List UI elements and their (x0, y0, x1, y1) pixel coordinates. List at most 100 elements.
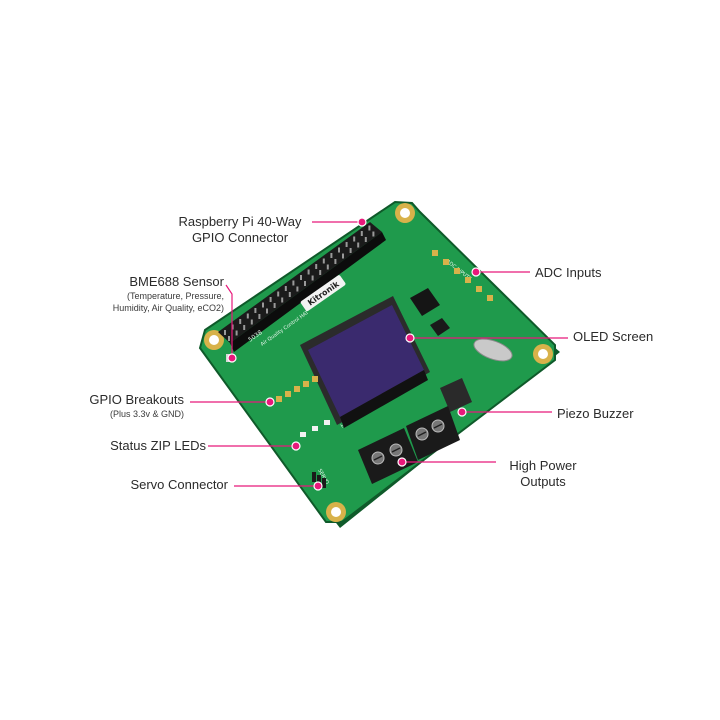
terminal-screw-slot (417, 431, 427, 437)
gpio-pin (254, 308, 257, 313)
adc-pad (476, 286, 482, 292)
leader-dot-bme-sensor (227, 353, 237, 363)
crystal-oscillator (473, 338, 513, 362)
gpio-pin (342, 253, 344, 259)
piezo-buzzer (440, 378, 472, 412)
gpio-header-body (218, 222, 382, 343)
terminal-blocks (358, 406, 460, 484)
terminal-screw-slot (373, 455, 383, 461)
gpio-pin (311, 275, 314, 281)
label-gpio-connector-line1: Raspberry Pi 40-Way (178, 214, 302, 229)
chip-main (410, 288, 440, 316)
gpio-pin (292, 280, 295, 286)
servo-pin (317, 475, 321, 485)
label-bme-sensor: BME688 Sensor (Temperature, Pressure, Hu… (54, 274, 224, 314)
zip-led-3 (324, 420, 330, 425)
gpio-pin (258, 314, 261, 319)
gpio-pin (330, 253, 333, 258)
leader-line-bme-sensor (225, 284, 233, 358)
mounting-hole-center-4 (331, 507, 341, 517)
oled-ribbon (340, 370, 428, 428)
gpio-header (218, 222, 386, 352)
servo-pin (322, 478, 326, 488)
gpio-pin (228, 336, 230, 341)
gpio-pin (246, 313, 249, 319)
servo-pin (312, 472, 316, 482)
gpio-pin (266, 308, 268, 314)
chip-small (430, 318, 450, 336)
oled-display (300, 296, 430, 428)
gpio-pin (250, 319, 253, 325)
terminal-block-2 (406, 406, 460, 460)
oled-panel (308, 305, 424, 417)
gpio-pin (304, 281, 306, 286)
gpio-pin (353, 236, 356, 242)
label-bme-sensor-sub2: Humidity, Air Quality, eCO2) (112, 303, 224, 313)
leader-dot-servo-connector (313, 481, 323, 491)
label-servo-connector: Servo Connector (130, 477, 228, 492)
leader-dot-status-leds (291, 441, 301, 451)
gpio-breakout-pad (303, 381, 309, 387)
mounting-hole-center-2 (400, 208, 410, 218)
gpio-breakout-pad (285, 391, 291, 397)
label-high-power: High Power Outputs (498, 458, 588, 490)
gpio-pin (273, 303, 276, 308)
gpio-pin (364, 237, 367, 242)
gpio-header-side (230, 232, 386, 352)
gpio-breakout-pad (276, 396, 282, 402)
gpio-pin (326, 264, 329, 270)
terminal-screw-slot (391, 447, 401, 453)
gpio-pin (368, 225, 371, 231)
label-adc-inputs: ADC Inputs (535, 265, 602, 280)
label-high-power-line2: Outputs (520, 474, 566, 489)
label-bme-sensor-title: BME688 Sensor (129, 274, 224, 289)
adc-pad (465, 277, 471, 283)
label-gpio-breakouts: GPIO Breakouts (Plus 3.3v & GND) (54, 392, 184, 420)
label-piezo-buzzer: Piezo Buzzer (557, 406, 634, 421)
leader-dot-piezo-buzzer (457, 407, 467, 417)
gpio-pin (322, 258, 325, 264)
gpio-pin (239, 319, 242, 324)
gpio-pin (235, 330, 238, 336)
gpio-pin (315, 264, 318, 269)
gpio-pin (284, 286, 287, 291)
gpio-pin (281, 297, 284, 303)
gpio-pin (334, 259, 337, 264)
leader-dot-gpio-breakouts (265, 397, 275, 407)
gpio-pin (277, 291, 280, 297)
gpio-pin (300, 275, 302, 280)
label-gpio-breakouts-title: GPIO Breakouts (89, 392, 184, 407)
zip-led-1 (300, 432, 306, 437)
gpio-pin (288, 292, 291, 297)
mounting-hole-center-1 (209, 335, 219, 345)
adc-pad (487, 295, 493, 301)
zip-led-2 (312, 426, 318, 431)
gpio-pin (357, 242, 360, 248)
gpio-pin (349, 248, 352, 253)
leader-dot-oled-screen (405, 333, 415, 343)
gpio-pin (338, 247, 340, 253)
gpio-pin (345, 242, 348, 247)
label-gpio-connector-line2: GPIO Connector (191, 230, 289, 245)
leader-dot-gpio-connector (357, 217, 367, 227)
label-status-leds: Status ZIP LEDs (110, 438, 206, 453)
adc-pad (443, 259, 449, 265)
gpio-breakout-pad (294, 386, 300, 392)
mounting-hole-center-3 (538, 349, 548, 359)
gpio-pin (224, 330, 226, 335)
terminal-block-1 (358, 428, 418, 484)
gpio-pin (269, 297, 272, 302)
leader-dot-adc-inputs (471, 267, 481, 277)
gpio-pin (262, 302, 264, 308)
adc-pad (454, 268, 460, 274)
gpio-pin (307, 269, 310, 275)
gpio-pin (372, 231, 375, 237)
label-gpio-connector: Raspberry Pi 40-Way GPIO Connector (170, 214, 310, 246)
gpio-pin (243, 325, 246, 330)
leader-dot-high-power (397, 457, 407, 467)
gpio-pin (319, 270, 322, 275)
adc-pad (432, 250, 438, 256)
gpio-pin (360, 231, 363, 236)
label-gpio-breakouts-sub: (Plus 3.3v & GND) (109, 409, 184, 419)
